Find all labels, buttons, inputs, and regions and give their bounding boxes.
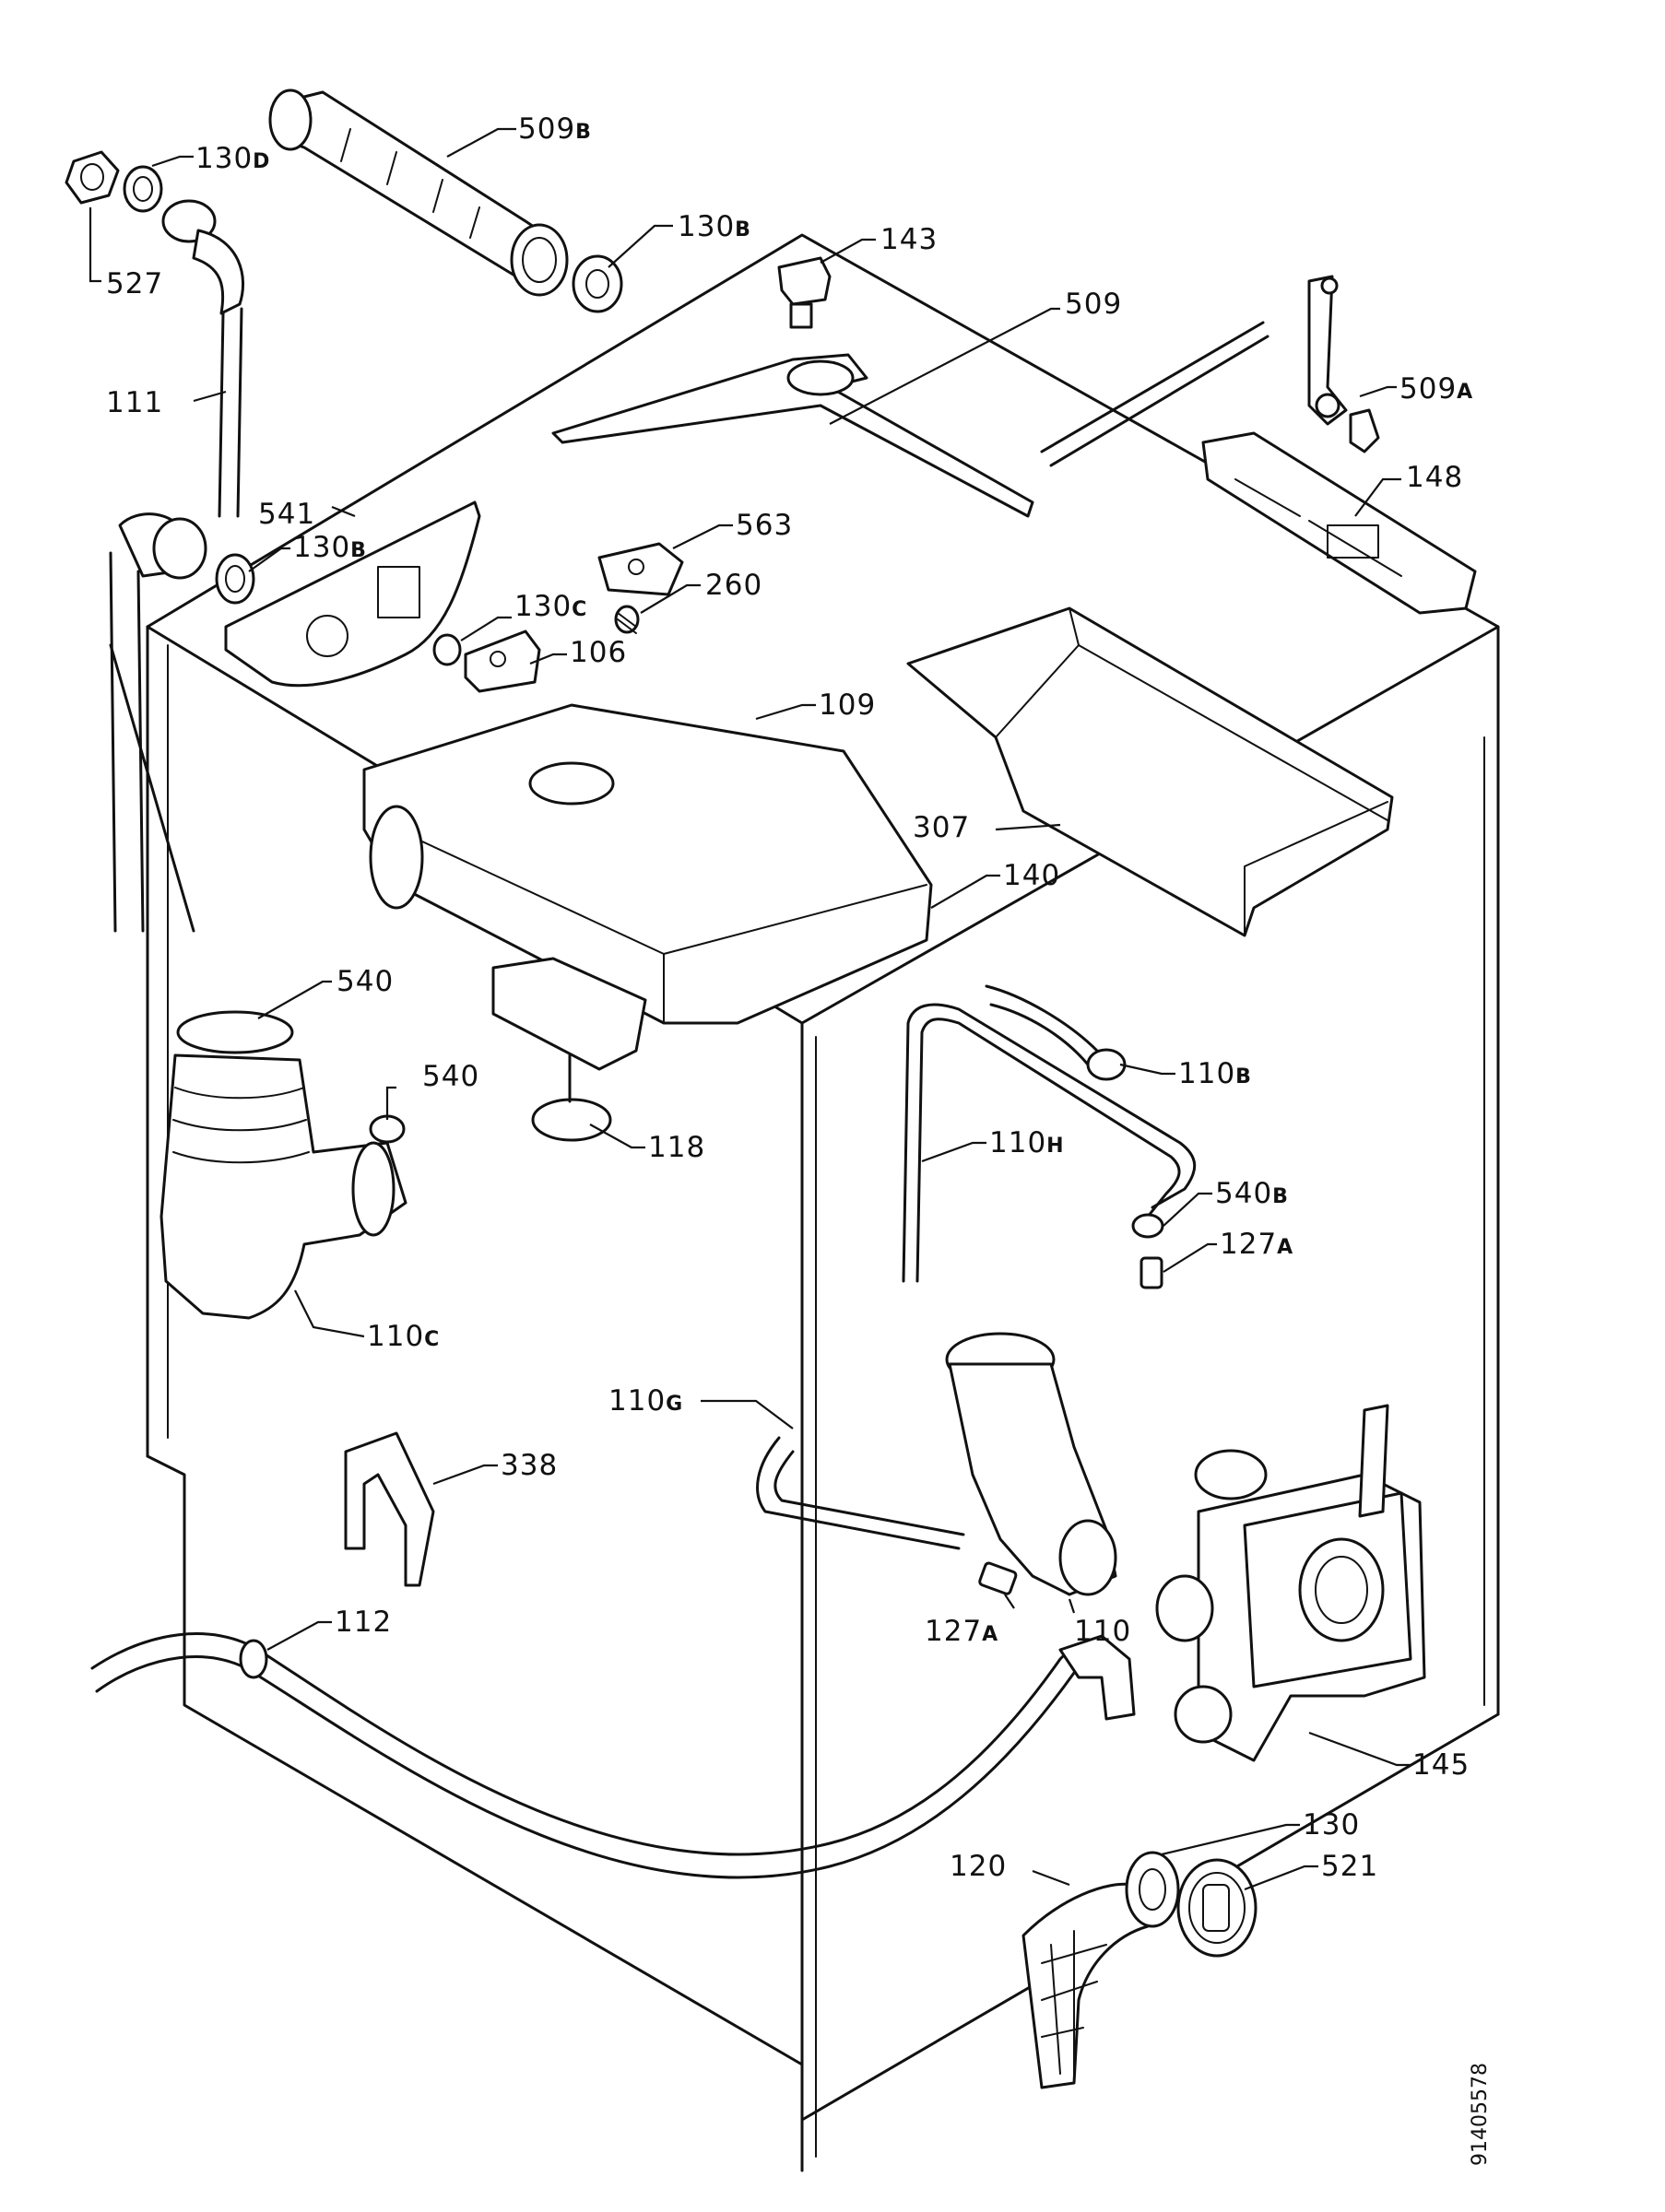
part-541-cover-plate	[224, 500, 481, 688]
label-127a-top: 127A	[1220, 1228, 1293, 1261]
part-112-drain-hose	[90, 1632, 1136, 1879]
part-110-sump-bellows	[945, 1332, 1117, 1596]
part-527-nut	[65, 150, 120, 205]
part-338-hose-clip	[344, 1431, 435, 1587]
label-143: 143	[880, 223, 938, 256]
label-509a: 509A	[1399, 372, 1473, 406]
label-118: 118	[648, 1131, 705, 1164]
part-130b-mid-washer	[215, 553, 255, 605]
label-130b-mid: 130B	[293, 531, 367, 564]
label-527: 527	[106, 267, 163, 300]
label-111: 111	[106, 386, 163, 419]
label-148: 148	[1406, 461, 1463, 494]
part-130d-washer	[123, 165, 163, 213]
part-509a-bracket	[1307, 275, 1380, 453]
label-540-top: 540	[337, 965, 394, 998]
label-130b-top: 130B	[678, 210, 751, 243]
leader-lines	[89, 127, 1411, 1891]
part-307-detergent-drawer	[906, 606, 1394, 937]
part-110c-bellows	[159, 1053, 407, 1320]
part-143-knob	[777, 256, 832, 329]
label-110: 110	[1074, 1615, 1131, 1648]
part-563-cam	[597, 542, 684, 596]
part-110g-hose	[756, 1436, 965, 1550]
document-number: 91405578	[1469, 2063, 1492, 2166]
part-521-filter-cap	[1176, 1858, 1258, 1958]
label-127a-bottom: 127A	[925, 1615, 998, 1648]
label-130d: 130D	[195, 142, 270, 175]
label-110c: 110C	[367, 1320, 440, 1353]
label-112: 112	[335, 1606, 392, 1639]
label-130: 130	[1303, 1808, 1360, 1841]
label-106: 106	[570, 636, 627, 669]
label-260: 260	[705, 569, 762, 602]
label-110h: 110H	[989, 1126, 1065, 1159]
label-521: 521	[1321, 1850, 1378, 1883]
part-509b-inlet-pipe	[268, 88, 569, 297]
part-110h-hose	[902, 1003, 1197, 1283]
part-109-dispenser-housing	[362, 703, 933, 1071]
label-110g: 110G	[608, 1384, 683, 1418]
label-563: 563	[736, 509, 793, 542]
part-260-spring	[614, 605, 640, 634]
part-148-switch-block	[1201, 431, 1477, 615]
label-540b: 540B	[1215, 1177, 1289, 1210]
part-106-valve	[464, 629, 541, 693]
part-540-second-clamp	[369, 1114, 406, 1144]
part-127a-bottom-nozzle	[978, 1561, 1018, 1595]
label-120: 120	[950, 1850, 1007, 1883]
label-540-mid: 540	[422, 1060, 479, 1093]
label-140: 140	[1003, 859, 1060, 892]
part-130-seal-ring	[1125, 1851, 1180, 1928]
part-540-clamp-ring	[176, 1010, 294, 1054]
label-145: 145	[1412, 1748, 1470, 1782]
callout-labels: 509B 130D 527 130B 143 509 509A 111 148 …	[106, 112, 1473, 1883]
label-307: 307	[913, 811, 970, 844]
part-111-inlet-hose	[109, 199, 244, 933]
part-540b-clamp	[1131, 1213, 1164, 1239]
part-120-filter	[1021, 1882, 1150, 2089]
part-130c-washer	[432, 633, 462, 666]
part-145-drain-pump	[1155, 1404, 1426, 1762]
part-118-gear	[531, 1053, 612, 1142]
part-130b-top-washer	[572, 254, 623, 313]
label-541: 541	[258, 498, 315, 531]
part-127a-top-nozzle	[1140, 1256, 1163, 1289]
label-130c: 130C	[514, 590, 587, 623]
label-509b: 509B	[518, 112, 592, 146]
label-509: 509	[1065, 288, 1122, 321]
label-338: 338	[501, 1449, 558, 1482]
label-110b: 110B	[1178, 1057, 1252, 1090]
part-110b-hose	[985, 984, 1127, 1081]
label-109: 109	[819, 688, 876, 722]
part-509-lever-arm	[551, 321, 1269, 518]
